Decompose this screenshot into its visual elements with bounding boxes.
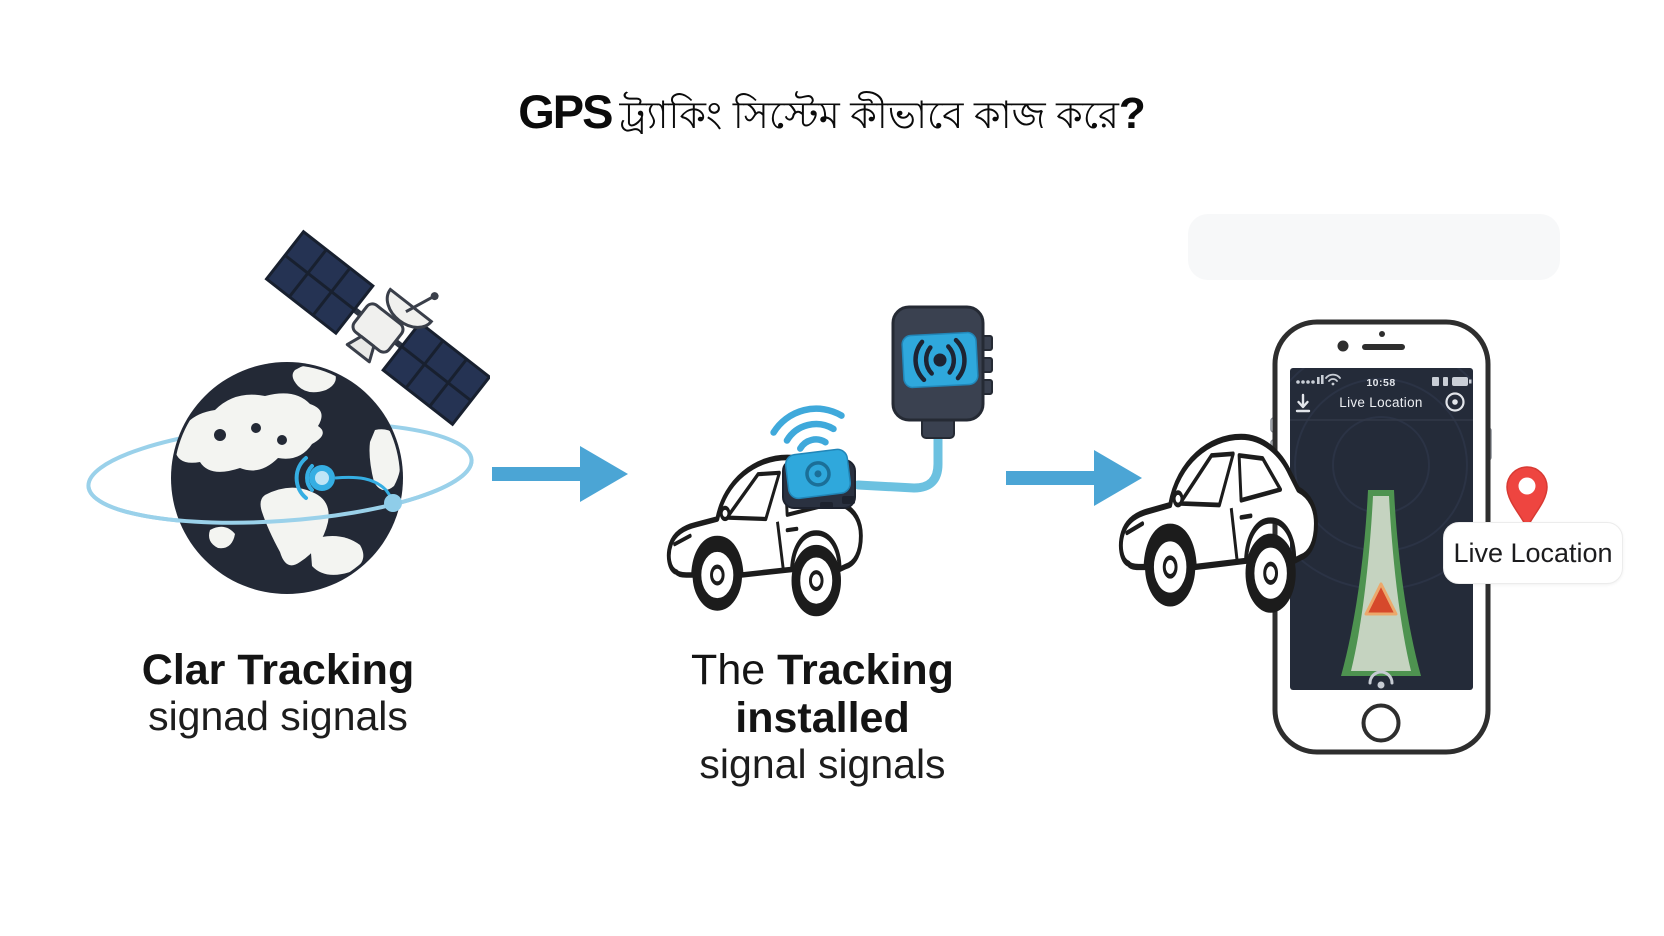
title-bengali: ট্র্যাকিং সিস্টেম কীভাবে কাজ করে bbox=[619, 95, 1119, 137]
globe-icon bbox=[171, 362, 403, 594]
navigation-triangle-icon bbox=[1364, 582, 1398, 616]
steering-icon bbox=[1368, 670, 1394, 689]
battery-icon bbox=[1432, 377, 1472, 386]
right-arrow-icon bbox=[492, 446, 628, 502]
front-camera-icon bbox=[1337, 340, 1349, 352]
wifi-icon bbox=[1325, 373, 1341, 386]
live-location-label-text: Live Location bbox=[1453, 537, 1613, 568]
step2-caption: The Tracking installed signal signals bbox=[600, 646, 1045, 788]
phone-screen: 10:58 Live Location bbox=[1290, 368, 1473, 690]
step2-caption-line2: signal signals bbox=[699, 741, 946, 788]
gps-tracker-device-icon bbox=[891, 305, 993, 439]
signal-icon bbox=[1296, 375, 1324, 384]
dish-antenna-icon bbox=[385, 287, 439, 329]
app-title: Live Location bbox=[1339, 395, 1422, 410]
solar-panel-icon bbox=[264, 229, 375, 336]
small-tracker-icon bbox=[782, 448, 856, 509]
status-bar: 10:58 bbox=[1296, 373, 1472, 389]
title-latin: GPS bbox=[518, 85, 613, 138]
download-icon[interactable] bbox=[1295, 393, 1311, 413]
gps-signal-dot-icon bbox=[294, 456, 402, 512]
phone-illustration: 10:58 Live Location bbox=[1080, 319, 1548, 755]
satellite-icon bbox=[264, 229, 490, 427]
device-cable bbox=[853, 431, 943, 493]
step1-caption: Clar Tracking signad signals bbox=[58, 646, 498, 740]
orbit-front-arc bbox=[86, 459, 474, 525]
satellite-globe-illustration bbox=[86, 229, 490, 594]
target-icon[interactable] bbox=[1445, 392, 1465, 412]
home-button-icon bbox=[1361, 703, 1401, 743]
solar-panel-icon bbox=[381, 320, 490, 427]
status-time: 10:58 bbox=[1366, 377, 1395, 389]
wifi-waves-icon bbox=[770, 405, 845, 452]
app-header: Live Location bbox=[1290, 392, 1473, 421]
location-pin-icon bbox=[1506, 466, 1548, 530]
step2-caption-line1: The Tracking installed bbox=[600, 646, 1045, 742]
right-arrow-icon bbox=[1006, 450, 1142, 506]
car-tracker-illustration bbox=[620, 305, 993, 640]
step2-caption-line1-emphasis: Tracking installed bbox=[735, 646, 954, 743]
live-location-label: Live Location bbox=[1443, 522, 1623, 584]
faint-box bbox=[1188, 214, 1560, 280]
step1-caption-line2: signad signals bbox=[148, 693, 408, 740]
step1-caption-line1: Clar Tracking bbox=[141, 646, 415, 694]
title-question-mark: ? bbox=[1118, 89, 1146, 138]
step2-caption-line1-prefix: The bbox=[691, 646, 778, 694]
